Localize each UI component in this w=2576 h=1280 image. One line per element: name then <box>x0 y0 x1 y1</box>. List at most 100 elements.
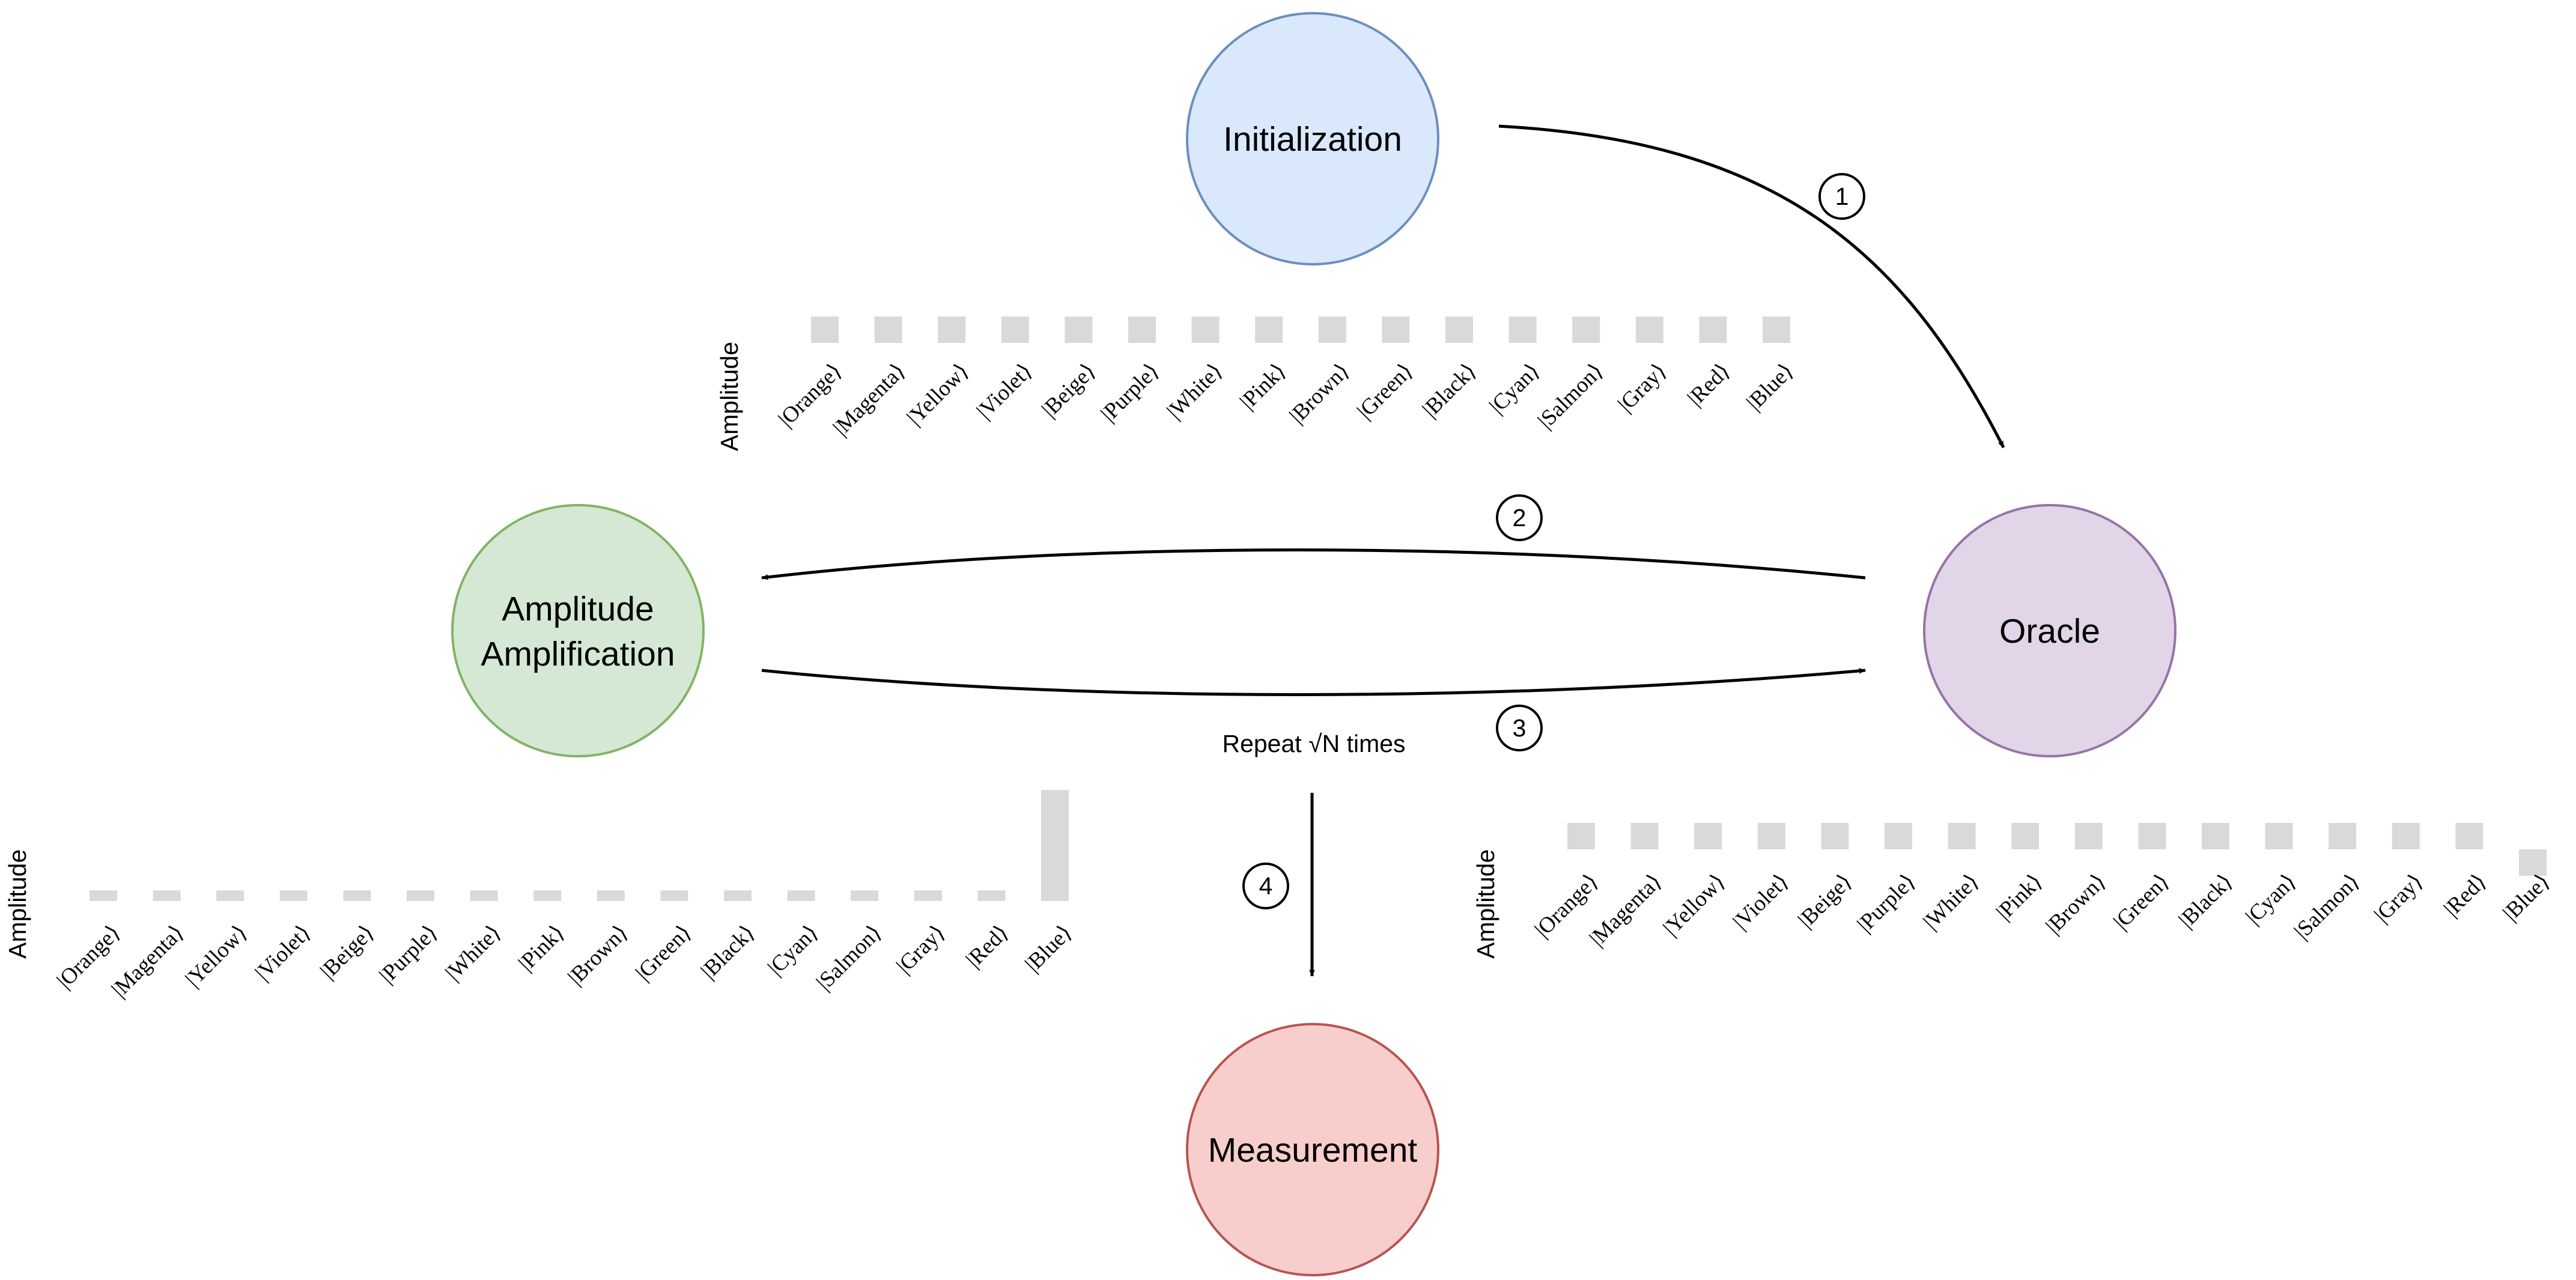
tick-label: |Cyan⟩ <box>1484 359 1545 419</box>
tick-label: |Pink⟩ <box>1991 869 2047 924</box>
tick-label: |Black⟩ <box>2174 869 2237 932</box>
step-marker-3: 3 <box>1496 705 1543 751</box>
tick-label: |Cyan⟩ <box>2241 869 2301 929</box>
amplitude-bar <box>1255 317 1283 343</box>
amplitude-bar <box>938 317 966 343</box>
amplitude-bar <box>851 890 879 901</box>
node-amplitude-amplification: Amplitude Amplification <box>451 504 705 757</box>
flow-arrows <box>761 124 2005 977</box>
node-label: Measurement <box>1208 1131 1418 1169</box>
amplitude-bar <box>2138 823 2166 849</box>
tick-label: |Yellow⟩ <box>902 359 974 430</box>
step-number: 3 <box>1513 714 1526 742</box>
tick-label: |Red⟩ <box>961 920 1013 972</box>
amplitude-bar <box>279 890 308 901</box>
tick-label: |Cyan⟩ <box>763 920 823 980</box>
tick-label: |Violet⟩ <box>972 359 1037 423</box>
tick-label: |Blue⟩ <box>2499 869 2555 926</box>
amplitude-bar <box>811 317 839 343</box>
tick-label: |Brown⟩ <box>564 920 633 990</box>
amplitude-bar <box>1757 823 1785 849</box>
amplitude-bar <box>1445 317 1473 343</box>
amplitude-bar <box>153 890 181 901</box>
tick-label: |Red⟩ <box>1683 359 1735 411</box>
node-label: Initialization <box>1223 120 1402 159</box>
tick-label: |Black⟩ <box>696 920 759 983</box>
amplitude-bar <box>1567 823 1595 849</box>
amplitude-chart-oracle: Amplitude|Orange⟩|Magenta⟩|Yellow⟩|Viole… <box>1472 823 2554 959</box>
amplitude-bar <box>2519 849 2547 876</box>
amplitude-bar <box>1001 317 1029 343</box>
axis-label-amplitude: Amplitude <box>1472 849 1499 959</box>
amplitude-bar <box>407 890 434 901</box>
amplitude-bar <box>2074 823 2103 849</box>
amplitude-bar <box>1885 823 1912 849</box>
amplitude-bar <box>914 890 942 901</box>
tick-label: |Violet⟩ <box>1728 869 1793 934</box>
amplitude-bar <box>1948 823 1976 849</box>
step-number: 2 <box>1513 504 1526 532</box>
step-markers: 1 2 3 4 <box>1242 173 1865 909</box>
amplitude-bar <box>1694 823 1722 849</box>
amplitude-bar <box>2202 823 2229 849</box>
amplitude-bar <box>2011 823 2040 849</box>
step-number: 4 <box>1259 872 1273 900</box>
arrow-init-to-oracle <box>1498 124 2005 449</box>
amplitude-bar <box>1821 823 1849 849</box>
node-oracle: Oracle <box>1923 504 2177 757</box>
tick-label: |Beige⟩ <box>1793 869 1856 932</box>
tick-label: |Beige⟩ <box>1037 359 1100 422</box>
step-number: 1 <box>1835 183 1849 210</box>
amplitude-bar <box>2392 823 2420 849</box>
amplitude-bar <box>1508 317 1537 343</box>
tick-label: |White⟩ <box>441 920 506 985</box>
tick-label: |Violet⟩ <box>251 920 315 985</box>
amplitude-bar <box>1699 317 1727 343</box>
tick-label: |Yellow⟩ <box>1659 869 1730 941</box>
amplitude-bar <box>977 890 1006 901</box>
node-label-line-2: Amplification <box>481 635 675 673</box>
tick-label: |Blue⟩ <box>1742 359 1799 415</box>
amplitude-bar <box>343 890 371 901</box>
repeat-note: Repeat √N times <box>1222 730 1405 757</box>
amplitude-bar <box>1128 317 1156 343</box>
tick-label: |Pink⟩ <box>1235 359 1290 414</box>
tick-label: |Salmon⟩ <box>2289 869 2364 944</box>
arrow-amplification-to-oracle <box>761 667 1866 696</box>
amplitude-bar <box>874 317 902 343</box>
amplitude-bar <box>1041 790 1069 901</box>
tick-label: |Gray⟩ <box>1613 359 1671 417</box>
step-marker-4: 4 <box>1242 863 1289 909</box>
amplitude-bar <box>1191 317 1220 343</box>
amplitude-bar <box>1630 823 1659 849</box>
tick-label: |Black⟩ <box>1418 359 1481 422</box>
step-marker-1: 1 <box>1818 173 1865 220</box>
node-initialization: Initialization <box>1186 12 1439 265</box>
amplitude-bar <box>1065 317 1093 343</box>
node-label-line-1: Amplitude <box>502 590 654 628</box>
amplitude-bar <box>724 890 752 901</box>
tick-label: |Gray⟩ <box>2369 869 2428 927</box>
amplitude-bar <box>90 890 117 901</box>
tick-label: |Green⟩ <box>1352 359 1417 423</box>
amplitude-bar <box>1635 317 1663 343</box>
amplitude-bar <box>2265 823 2293 849</box>
amplitude-bar <box>533 890 562 901</box>
amplitude-chart-initial: Amplitude|Orange⟩|Magenta⟩|Yellow⟩|Viole… <box>715 317 1798 451</box>
amplitude-chart-amplified: Amplitude|Orange⟩|Magenta⟩|Yellow⟩|Viole… <box>4 790 1077 1002</box>
tick-label: |Green⟩ <box>2109 869 2174 934</box>
step-marker-2: 2 <box>1496 494 1543 541</box>
tick-label: |Red⟩ <box>2439 869 2491 921</box>
tick-label: |Brown⟩ <box>2041 869 2111 939</box>
amplitude-bar <box>1572 317 1600 343</box>
axis-label-amplitude: Amplitude <box>4 849 31 959</box>
tick-label: |Brown⟩ <box>1285 359 1355 428</box>
tick-label: |Purple⟩ <box>375 920 443 988</box>
amplitude-bar <box>1382 317 1410 343</box>
amplitude-bar <box>470 890 498 901</box>
tick-label: |Yellow⟩ <box>181 920 252 992</box>
tick-label: |Pink⟩ <box>514 920 569 975</box>
tick-label: |White⟩ <box>1919 869 1984 934</box>
tick-label: |Salmon⟩ <box>1533 359 1608 433</box>
